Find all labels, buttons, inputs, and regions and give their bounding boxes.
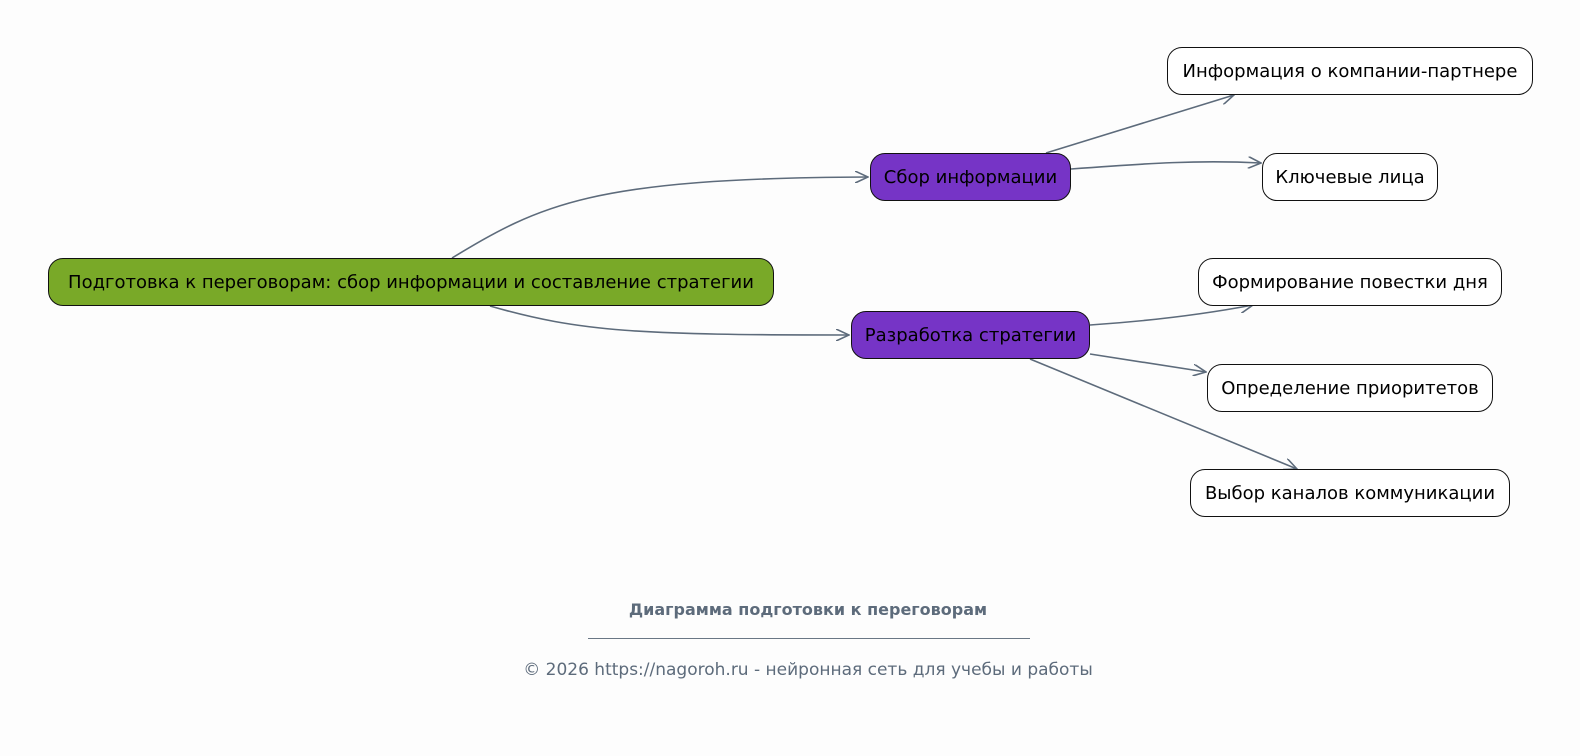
node-information-gathering: Сбор информации [870,153,1071,201]
node-root-label: Подготовка к переговорам: сбор информаци… [68,271,754,293]
node-information-gathering-label: Сбор информации [883,166,1058,188]
node-key-persons-label: Ключевые лица [1275,166,1425,188]
copyright-notice: © 2026 https://nagoroh.ru - нейронная се… [523,660,1093,680]
node-agenda-formation-label: Формирование повестки дня [1212,271,1488,293]
node-root-negotiation-prep: Подготовка к переговорам: сбор информаци… [48,258,774,306]
edge-root-to-sbor [451,177,868,259]
node-agenda-formation: Формирование повестки дня [1198,258,1502,306]
node-strategy-development: Разработка стратегии [851,311,1090,359]
node-communication-channels-label: Выбор каналов коммуникации [1204,482,1496,504]
edge-root-to-razr [489,305,849,335]
node-partner-company-info: Информация о компании-партнере [1167,47,1533,95]
edge-razr-to-vyb [1029,358,1297,469]
node-strategy-development-label: Разработка стратегии [864,324,1077,346]
node-partner-company-info-label: Информация о компании-партнере [1182,60,1518,82]
edge-sbor-to-info [1045,95,1234,154]
node-priorities-definition-label: Определение приоритетов [1221,377,1479,399]
footer-divider [588,638,1030,639]
diagram-caption: Диаграмма подготовки к переговорам [628,600,988,619]
edge-sbor-to-kl [1070,162,1261,170]
node-key-persons: Ключевые лица [1262,153,1438,201]
node-priorities-definition: Определение приоритетов [1207,364,1493,412]
node-communication-channels: Выбор каналов коммуникации [1190,469,1510,517]
edge-razr-to-opr [1089,353,1206,372]
edge-razr-to-form [1089,305,1253,326]
